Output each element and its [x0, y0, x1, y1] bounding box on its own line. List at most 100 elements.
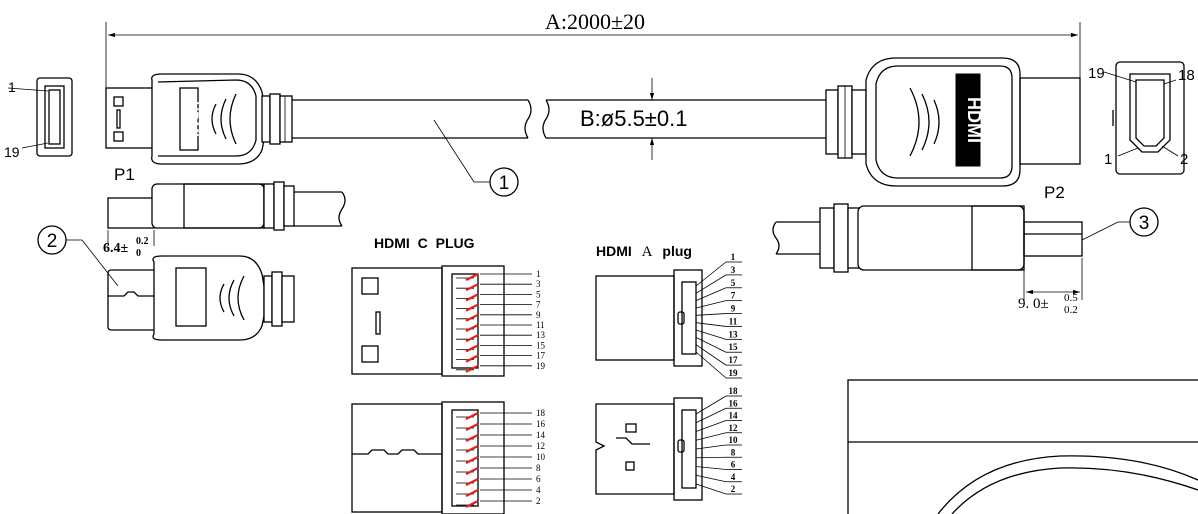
hdmi-a-pin-label: 4 [731, 472, 736, 482]
hdmi-c-wire [465, 412, 479, 420]
hdmi-c-pin-label: 7 [536, 300, 541, 310]
diameter-label: B:ø5.5±0.1 [580, 106, 687, 131]
hdmi-c-wire [465, 283, 479, 292]
hdmi-a-pin-label: 10 [729, 435, 739, 445]
hdmi-c-pin-label: 12 [536, 441, 545, 451]
hdmi-c-pin-label: 18 [536, 408, 546, 418]
callout-3: 3 [1081, 207, 1159, 241]
hdmi-c-wire [465, 364, 479, 373]
hdmi-a-pin-label: 16 [729, 398, 739, 408]
hdmi-a-pin-label: 1 [731, 252, 736, 262]
hdmi-c-wire [465, 273, 479, 281]
hdmi-a-pin-label: 12 [729, 423, 739, 433]
hdmi-c-pin-label: 13 [536, 330, 546, 340]
p2-width-tol-lower: 0.2 [1064, 304, 1078, 316]
bottom-right-component [847, 379, 1198, 514]
hdmi-a-pin-label: 17 [729, 355, 739, 365]
hdmi-c-pin-label: 1 [536, 269, 541, 279]
p1-pin-1-label: 1 [8, 79, 16, 95]
hdmi-c-pin-label: 2 [536, 496, 541, 506]
hdmi-a-title-prefix: HDMI [596, 243, 632, 259]
hdmi-a-pin-label: 8 [731, 447, 736, 457]
hdmi-a-pin-label: 7 [731, 291, 736, 301]
hdmi-a-pin-label: 11 [729, 316, 738, 326]
hdmi-c-wire [465, 303, 479, 312]
p2-logo: HDMI [964, 97, 984, 143]
hdmi-c-pin-label: 6 [536, 474, 541, 484]
p2-plug-top: HDMI [825, 57, 1081, 187]
hdmi-a-pin-label: 15 [729, 342, 739, 352]
p2-end-view: 19 18 1 2 [1088, 61, 1195, 175]
hdmi-a-title-suffix: plug [662, 243, 692, 259]
hdmi-a-title: HDMI A plug [596, 243, 692, 260]
hdmi-c-wire [465, 324, 479, 332]
p1-width-label: 6.4± [103, 241, 129, 256]
hdmi-c-pin-label: 15 [536, 340, 546, 350]
hdmi-c-wire [465, 478, 479, 486]
hdmi-c-pin-label: 5 [536, 289, 541, 299]
hdmi-c-pin-label: 17 [536, 351, 546, 361]
hdmi-c-pin-label: 8 [536, 463, 541, 473]
hdmi-a-pin-label: 3 [731, 265, 736, 275]
p1-side-view: P1 6.4± 0.2 0 [103, 165, 346, 259]
p1-end-view: 1 19 [4, 77, 73, 160]
hdmi-c-pin-label: 4 [536, 485, 541, 495]
p1-lower-view [107, 255, 295, 341]
p2-pin-19-label: 19 [1088, 65, 1105, 82]
p2-width-label: 9. 0± [1018, 296, 1049, 312]
hdmi-c-wire [465, 334, 479, 343]
hdmi-c-title: HDMI C PLUG [374, 235, 475, 251]
hdmi-c-pin-label: 19 [536, 361, 546, 371]
p1-width-tol-lower: 0 [136, 248, 141, 259]
hdmi-a-pin-label: 6 [731, 460, 736, 470]
hdmi-c-pin-label: 16 [536, 419, 546, 429]
hdmi-a-pin-label: 9 [731, 304, 736, 314]
hdmi-a-title-letter: A [642, 244, 653, 260]
hdmi-c-pin-label: 11 [536, 320, 545, 330]
hdmi-a-pin-label: 18 [729, 386, 739, 396]
hdmi-c-wire [465, 354, 479, 363]
hdmi-c-pin-label: 3 [536, 279, 541, 289]
hdmi-c-pin-label: 14 [536, 430, 546, 440]
hdmi-a-even-pins: 18 16 14 12 10 8 6 4 2 [695, 386, 742, 495]
length-label: A:2000±20 [545, 9, 645, 34]
hdmi-c-pin-label: 9 [536, 310, 541, 320]
hdmi-c-wire [465, 456, 479, 464]
hdmi-c-wire [465, 445, 479, 453]
p2-pin-2-label: 2 [1180, 151, 1188, 168]
hdmi-a-pin-label: 5 [731, 278, 736, 288]
length-dimension: A:2000±20 [105, 9, 1081, 88]
hdmi-c-wire [465, 293, 479, 302]
p1-plug-top: HDMI [105, 73, 293, 165]
hdmi-c-wire [465, 423, 479, 431]
p2-side-view: P2 9. 0± 0.5 0.2 [772, 183, 1083, 316]
hdmi-c-wire [465, 344, 479, 353]
cable-top: B:ø5.5±0.1 [292, 78, 828, 160]
callout-3-label: 3 [1139, 213, 1150, 234]
p1-logo: HDMI [186, 101, 202, 137]
p2-pin-1-label: 1 [1104, 151, 1112, 168]
hdmi-c-wire [465, 467, 479, 475]
hdmi-c-wire [465, 434, 479, 442]
hdmi-c-wire [465, 313, 479, 322]
p1-width-tol-upper: 0.2 [136, 236, 149, 247]
p1-label: P1 [114, 165, 135, 184]
hdmi-a-pin-label: 19 [729, 368, 739, 378]
callout-1: 1 [433, 119, 519, 197]
hdmi-c-wire [465, 500, 479, 508]
p2-label: P2 [1044, 183, 1065, 202]
p2-pin-18-label: 18 [1178, 67, 1195, 84]
p2-width-tol-upper: 0.5 [1064, 292, 1078, 304]
callout-2: 2 [37, 225, 119, 287]
callout-2-label: 2 [47, 231, 58, 252]
hdmi-a-pin-label: 14 [729, 411, 739, 421]
p1-pin-19-label: 19 [4, 144, 20, 160]
callout-1-label: 1 [499, 173, 510, 194]
hdmi-a-pin-label: 2 [731, 484, 736, 494]
